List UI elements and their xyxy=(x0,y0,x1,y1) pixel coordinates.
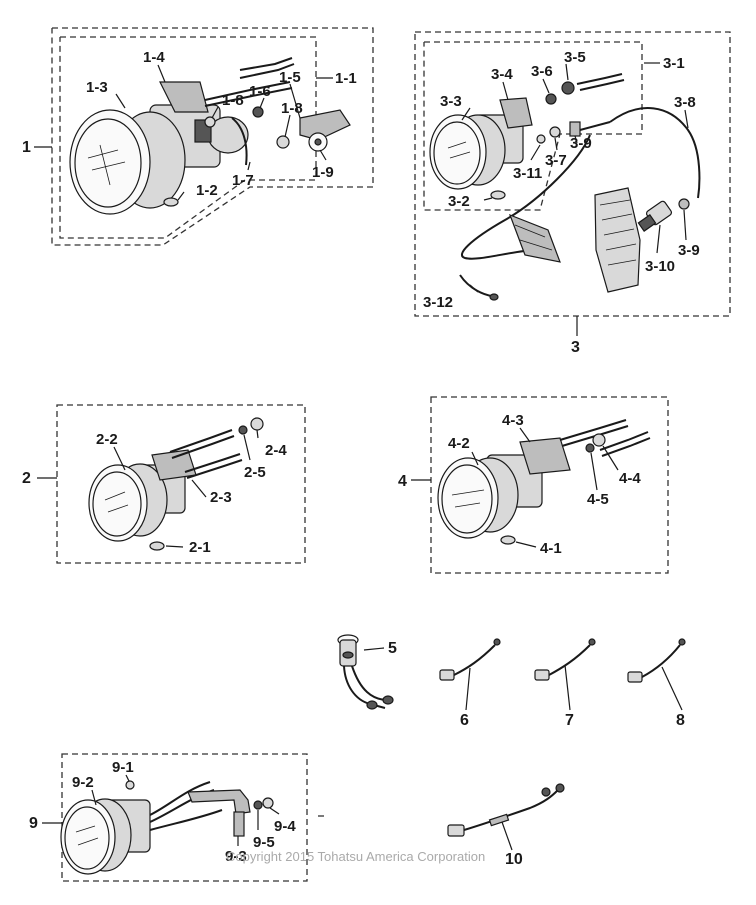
washer-2-5 xyxy=(238,425,248,435)
part-7-harness: 7 xyxy=(534,638,596,729)
callout-3-7: 3-7 xyxy=(545,152,567,169)
callout-9: 9 xyxy=(29,815,38,832)
group-4-hour-meter-assembly: 4 4-1 4-2 4-3 4-4 4-5 xyxy=(398,396,669,574)
washer-9-5 xyxy=(253,800,263,810)
callout-1-9: 1-9 xyxy=(312,164,334,181)
callout-3-8: 3-8 xyxy=(674,94,696,111)
group-1-tachometer-assembly: 1 1-1 1-2 1-3 1-4 1-5 1-6 1-7 1-8 1-8 1-… xyxy=(22,27,374,246)
callout-3-9-lower: 3-9 xyxy=(678,242,700,259)
nut-3-7 xyxy=(549,126,561,138)
group-3-trim-meter-assembly: 3 3-1 3-2 3-3 3-4 3-5 3-6 3-7 3-8 3-9 3-… xyxy=(414,31,731,356)
washer-1-8b xyxy=(276,135,290,149)
washer-1-8 xyxy=(204,116,216,128)
part-10-extension-harness: 10 xyxy=(447,783,565,868)
bulb-9-1 xyxy=(125,780,135,790)
washer-4-5 xyxy=(585,443,595,453)
nut-2-4 xyxy=(250,417,264,431)
key-switch-1-9 xyxy=(299,109,351,141)
callout-7: 7 xyxy=(565,712,574,729)
washer-3-6 xyxy=(545,93,557,105)
bulb-1-2 xyxy=(163,197,179,207)
harness-wire xyxy=(461,134,591,260)
callout-1-3: 1-3 xyxy=(86,79,108,96)
bracket-2-3 xyxy=(151,449,197,481)
callout-4-5: 4-5 xyxy=(587,491,609,508)
callout-9-1: 9-1 xyxy=(112,759,134,776)
callout-9-4: 9-4 xyxy=(274,818,296,835)
callout-3-1: 3-1 xyxy=(663,55,685,72)
callout-3-5: 3-5 xyxy=(564,49,586,66)
nut-4-4 xyxy=(592,433,606,447)
callout-2-3: 2-3 xyxy=(210,489,232,506)
callout-2: 2 xyxy=(22,470,31,487)
clip-3-9-upper xyxy=(569,121,581,137)
callout-4-2: 4-2 xyxy=(448,435,470,452)
bulb-4-1 xyxy=(500,535,516,545)
callout-6: 6 xyxy=(460,712,469,729)
callout-1-8-lower: 1-8 xyxy=(281,100,303,117)
callout-1-7: 1-7 xyxy=(232,172,254,189)
callout-1-8-upper: 1-8 xyxy=(222,92,244,109)
bracket-3-4 xyxy=(499,97,533,129)
callout-1-6: 1-6 xyxy=(249,83,271,100)
callout-3-2: 3-2 xyxy=(448,193,470,210)
callout-1-4: 1-4 xyxy=(143,49,165,66)
callout-3-12: 3-12 xyxy=(423,294,453,311)
bracket-4-3 xyxy=(519,437,571,475)
callout-9-3: 9-3 xyxy=(225,848,247,865)
callout-1-2: 1-2 xyxy=(196,182,218,199)
callout-4: 4 xyxy=(398,473,407,490)
callout-4-4: 4-4 xyxy=(619,470,641,487)
callout-4-1: 4-1 xyxy=(540,540,562,557)
part-5-switch: 5 xyxy=(337,634,397,710)
washer-3-11 xyxy=(536,134,546,144)
callout-3: 3 xyxy=(571,339,580,356)
sender-3-10 xyxy=(637,198,690,232)
callout-3-4: 3-4 xyxy=(491,66,513,83)
callout-3-6: 3-6 xyxy=(531,63,553,80)
callout-1: 1 xyxy=(22,139,31,156)
callout-9-5: 9-5 xyxy=(253,834,275,851)
wire-3-12 xyxy=(459,274,493,297)
callout-3-3: 3-3 xyxy=(440,93,462,110)
gauge-9-2 xyxy=(60,798,151,875)
callout-3-10: 3-10 xyxy=(645,258,675,275)
callout-3-9-upper: 3-9 xyxy=(570,135,592,152)
callout-2-1: 2-1 xyxy=(189,539,211,556)
callout-9-2: 9-2 xyxy=(72,774,94,791)
mount-plate xyxy=(508,213,561,263)
wire-1-7 xyxy=(231,117,248,166)
gauge-4-2 xyxy=(437,454,543,539)
part-8-harness: 8 xyxy=(627,638,686,729)
bulb-2-1 xyxy=(149,541,165,551)
cable-3-8 xyxy=(609,107,701,199)
copyright-watermark: Copyright 2015 Tohatsu America Corporati… xyxy=(226,849,486,864)
callout-2-5: 2-5 xyxy=(244,464,266,481)
callout-1-5: 1-5 xyxy=(279,69,301,86)
group-2-gauge-assembly: 2 2-1 2-2 2-3 2-4 2-5 xyxy=(22,404,306,564)
nut-1-6 xyxy=(252,106,264,118)
nut-9-4 xyxy=(262,797,274,809)
nut-3-5 xyxy=(561,81,575,95)
callout-2-2: 2-2 xyxy=(96,431,118,448)
bracket-1-4 xyxy=(159,81,209,113)
part-6-harness: 6 xyxy=(439,638,501,729)
bulb-3-2 xyxy=(490,190,506,200)
group-9-gauge-assembly: 9 9-1 9-2 9-3 9-4 9-5 xyxy=(29,753,326,882)
gauge-1-3 xyxy=(69,104,249,215)
sender-bracket xyxy=(594,187,641,293)
callout-8: 8 xyxy=(676,712,685,729)
callout-4-3: 4-3 xyxy=(502,412,524,429)
callout-1-1: 1-1 xyxy=(335,70,357,87)
callout-10: 10 xyxy=(505,851,523,868)
callout-5: 5 xyxy=(388,640,397,657)
callout-2-4: 2-4 xyxy=(265,442,287,459)
callout-3-11: 3-11 xyxy=(513,165,542,182)
